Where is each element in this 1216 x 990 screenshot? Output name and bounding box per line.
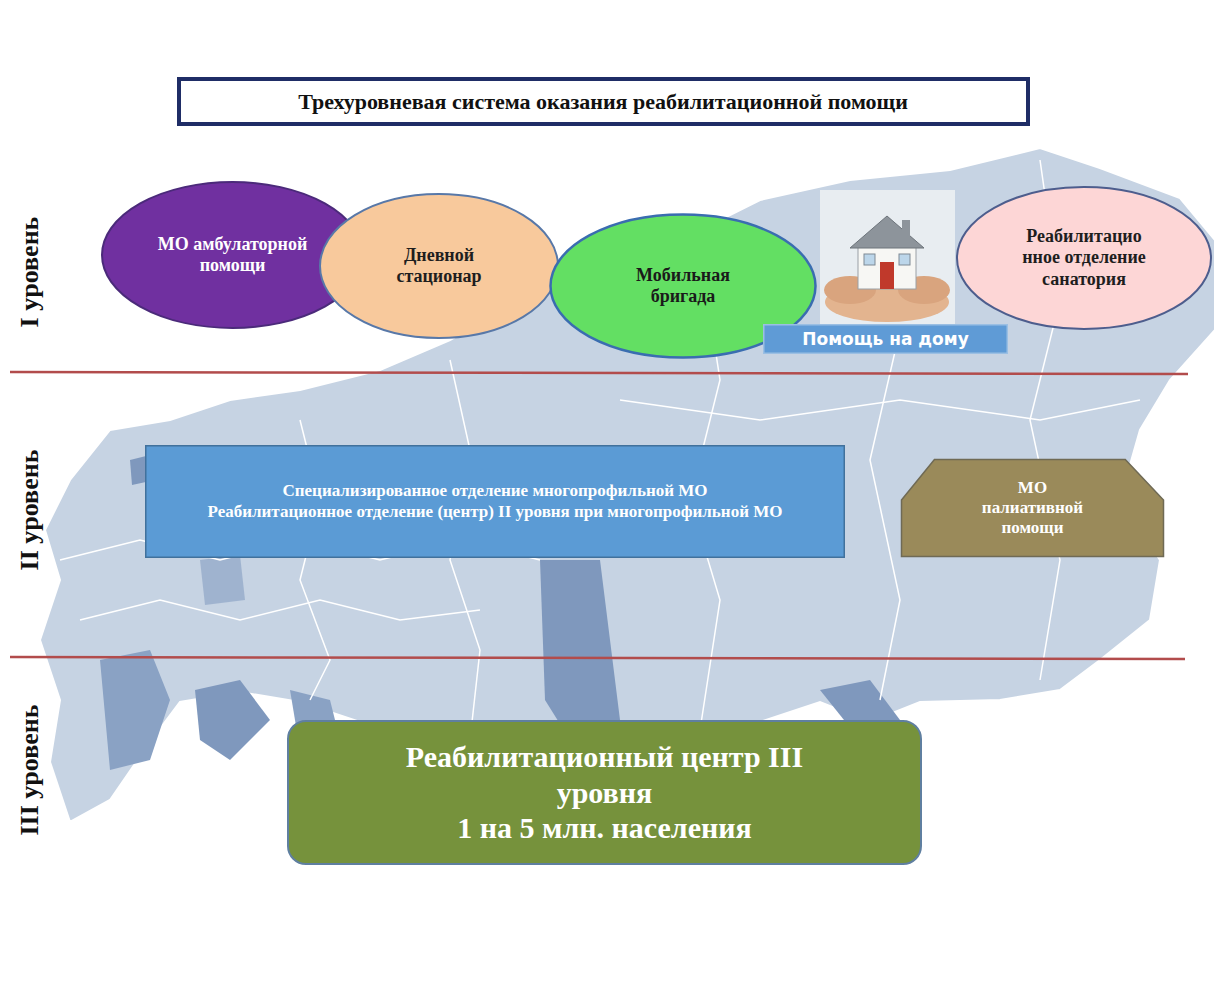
level-label: III уровень <box>15 705 45 836</box>
node-shape <box>957 187 1211 329</box>
level-label: I уровень <box>15 217 45 328</box>
diagram-title: Трехуровневая система оказания реабилита… <box>298 89 908 115</box>
node-text: 1 на 5 млн. населения <box>355 810 855 845</box>
home-care-bar: Помощь на дому <box>763 324 1008 354</box>
sanatorium-ellipse: Реабилитацио нное отделение санатория <box>955 185 1213 331</box>
house-in-hands-picture <box>820 190 955 325</box>
node-text-group: Специализированное отделение многопрофил… <box>185 481 805 521</box>
node-text: Помощь на дому <box>772 329 1000 349</box>
node-text-group: Реабилитацио нное отделение санатория <box>1017 226 1152 290</box>
node-text-group: Мобильная бригада <box>613 265 753 307</box>
node-text-group: МО палиативной помощи <box>968 478 1098 538</box>
node-shape <box>146 446 845 558</box>
node-text: Специализированное отделение многопрофил… <box>185 481 805 501</box>
day-hospital-ellipse: Дневной стационар <box>318 192 560 340</box>
node-text-group: Дневной стационар <box>374 245 504 287</box>
node-shape <box>288 721 921 864</box>
level-label-holder: I уровень <box>12 152 48 392</box>
node-content: Реабилитационный центр III уровня1 на 5 … <box>287 720 922 865</box>
node-text: Реабилитационное отделение (центр) II ур… <box>185 502 805 522</box>
level-label-holder: II уровень <box>12 390 48 630</box>
node-text: Реабилитационный центр III уровня <box>355 739 855 810</box>
node-text: МО палиативной помощи <box>968 478 1098 538</box>
node-text-group: МО амбулаторной помощи <box>158 234 308 276</box>
node-content: Реабилитацио нное отделение санатория <box>955 185 1213 331</box>
level-two-box: Специализированное отделение многопрофил… <box>145 445 845 558</box>
node-content: Дневной стационар <box>318 192 560 340</box>
node-shape <box>764 325 1008 354</box>
title-box: Трехуровневая система оказания реабилита… <box>177 77 1030 126</box>
level-label: II уровень <box>15 450 45 571</box>
node-content: МО палиативной помощи <box>900 458 1165 558</box>
node-content: Специализированное отделение многопрофил… <box>145 445 845 558</box>
palliative-box: МО палиативной помощи <box>900 458 1165 558</box>
node-text: Мобильная бригада <box>613 265 753 307</box>
node-shape <box>902 460 1164 557</box>
level-label-holder: III уровень <box>12 650 48 890</box>
node-text: Дневной стационар <box>374 245 504 287</box>
level-three-box: Реабилитационный центр III уровня1 на 5 … <box>287 720 922 865</box>
level-divider <box>10 372 1188 659</box>
node-content: Помощь на дому <box>763 324 1008 354</box>
node-text: МО амбулаторной помощи <box>158 234 308 276</box>
node-text: Реабилитацио нное отделение санатория <box>1017 226 1152 290</box>
node-text-group: Реабилитационный центр III уровня1 на 5 … <box>355 739 855 845</box>
node-text-group: Помощь на дому <box>772 329 1000 349</box>
node-shape <box>320 194 558 338</box>
